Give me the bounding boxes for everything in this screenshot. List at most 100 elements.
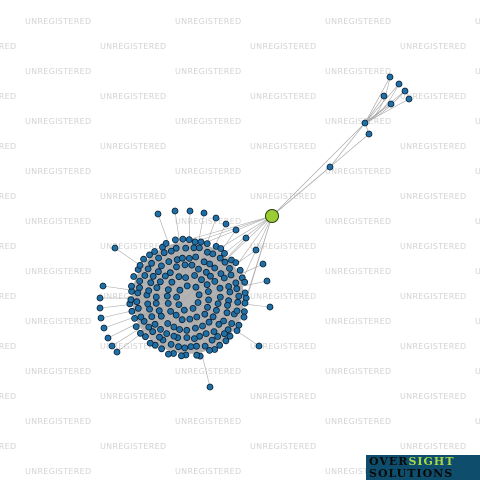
watermark-text: UNREGISTERED [475,217,480,226]
watermark-text: UNREGISTERED [250,342,316,351]
graph-node [205,296,213,304]
graph-node [134,304,142,312]
watermark-text: UNREGISTERED [400,92,466,101]
graph-node [266,303,274,311]
graph-node [164,350,172,358]
graph-node [181,261,189,269]
logo-text-over: OVER [369,455,409,468]
watermark-text: UNREGISTERED [400,292,466,301]
watermark-text: UNREGISTERED [325,467,391,476]
graph-node [222,337,230,345]
graph-node [104,334,112,342]
graph-node [203,281,211,289]
watermark-text: UNREGISTERED [175,167,241,176]
graph-edge [364,95,385,124]
graph-node [160,249,168,257]
graph-node [172,244,180,252]
graph-node [147,279,155,287]
graph-node [401,87,409,95]
graph-node [220,317,228,325]
graph-node [259,260,267,268]
watermark-text: UNREGISTERED [400,192,466,201]
watermark-text: UNREGISTERED [325,17,391,26]
graph-node [96,304,104,312]
watermark-text: UNREGISTERED [325,217,391,226]
graph-node [380,92,388,100]
graph-edge [188,210,191,281]
watermark-text: UNREGISTERED [0,192,16,201]
watermark-text: UNREGISTERED [100,242,166,251]
graph-node [205,318,213,326]
graph-node [177,352,185,360]
graph-node [163,330,171,338]
graph-edge [271,122,366,217]
graph-node [192,283,200,291]
graph-node [386,73,394,81]
watermark-text: UNREGISTERED [250,42,316,51]
graph-node [181,344,189,352]
graph-node [153,284,161,292]
graph-edge [329,122,366,168]
watermark-text: UNREGISTERED [175,217,241,226]
graph-edge [209,215,273,351]
graph-node [220,330,228,338]
graph-node [201,310,209,318]
graph-node [158,345,166,353]
graph-node [214,333,222,340]
graph-edge [157,213,183,282]
watermark-text: UNREGISTERED [175,417,241,426]
watermark-text: UNREGISTERED [325,67,391,76]
graph-node [193,351,201,359]
graph-edge [174,210,186,281]
graph-node [221,249,228,257]
graph-node [149,272,157,280]
node-layer [96,73,413,391]
graph-node [212,214,220,222]
oversight-solutions-logo: OVERSIGHT SOLUTIONS [366,455,480,480]
graph-node [226,264,233,272]
graph-node [189,304,197,312]
graph-node [233,327,241,335]
watermark-text: UNREGISTERED [400,142,466,151]
graph-node [234,298,242,306]
graph-node [148,313,156,321]
watermark-text: UNREGISTERED [475,67,480,76]
graph-edge [224,215,273,254]
graph-node [144,265,152,273]
watermark-text: UNREGISTERED [250,142,316,151]
graph-node [164,299,172,307]
graph-node [97,314,105,322]
graph-node [182,274,190,282]
logo-line-2: SOLUTIONS [369,467,454,480]
graph-node [204,303,211,311]
graph-node [187,343,195,351]
graph-node [216,341,224,349]
graph-node [136,329,144,337]
graph-node [193,342,200,350]
watermark-text: UNREGISTERED [325,167,391,176]
graph-node [191,324,199,332]
watermark-text: UNREGISTERED [325,317,391,326]
graph-node [405,95,413,103]
watermark-text: UNREGISTERED [0,292,16,301]
graph-node [226,332,234,340]
graph-node [209,250,217,258]
graph-node [185,236,193,244]
graph-node [206,272,214,280]
graph-node [232,226,240,234]
graph-edge [364,76,391,124]
watermark-text: UNREGISTERED [25,367,91,376]
graph-edge [271,133,370,217]
hub-node [265,209,279,223]
watermark-text: UNREGISTERED [100,392,166,401]
watermark-text: UNREGISTERED [25,317,91,326]
graph-node [157,262,165,270]
graph-node [146,339,154,347]
graph-node [128,307,136,315]
watermark-text: UNREGISTERED [475,267,480,276]
graph-node [186,315,194,323]
graph-node [240,308,248,316]
watermark-text: UNREGISTERED [100,442,166,451]
graph-node [236,266,244,274]
